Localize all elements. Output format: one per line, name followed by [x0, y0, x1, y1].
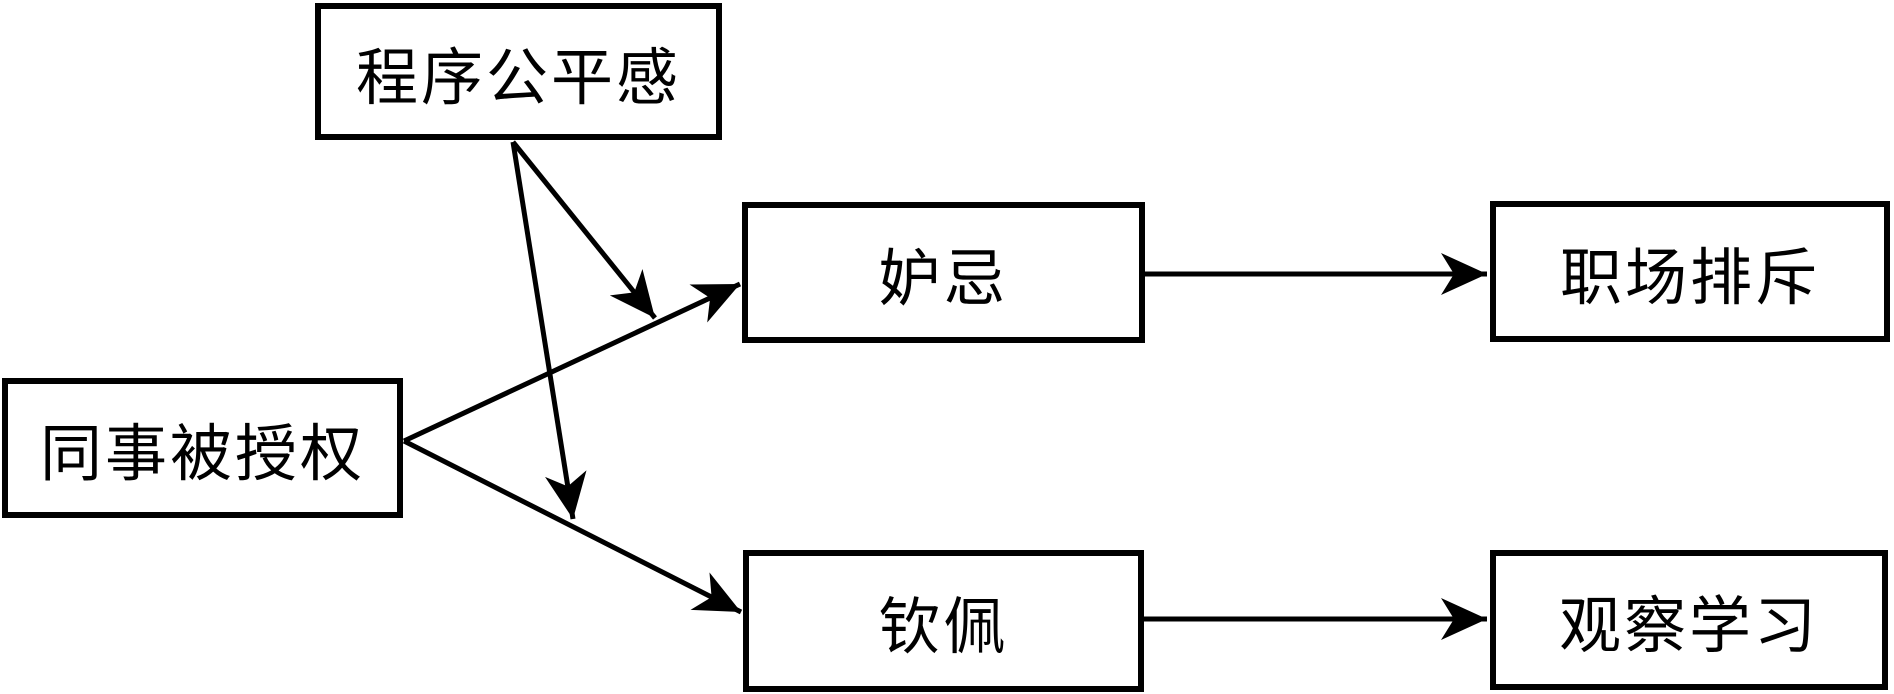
edge-procedural-justice-moderates-envy-path: [511, 140, 657, 320]
node-procedural-justice: 程序公平感: [315, 3, 722, 140]
node-procedural-justice-label: 程序公平感: [355, 44, 681, 113]
node-coworker-empowerment-label: 同事被授权: [39, 421, 365, 489]
node-observational-learning: 观察学习: [1490, 550, 1888, 690]
node-envy-label: 妒忌: [878, 245, 1009, 314]
node-workplace-ostracism: 职场排斥: [1490, 201, 1890, 342]
node-observational-learning-label: 观察学习: [1558, 593, 1819, 661]
node-workplace-ostracism-label: 职场排斥: [1559, 244, 1820, 313]
node-admiration: 钦佩: [743, 550, 1144, 692]
edge-coworker-empowerment-to-envy: [402, 281, 742, 444]
node-envy: 妒忌: [742, 202, 1145, 343]
edge-procedural-justice-moderates-admiration-path: [510, 141, 587, 520]
node-admiration-label: 钦佩: [878, 594, 1009, 662]
edge-coworker-empowerment-to-admiration: [402, 438, 743, 615]
node-coworker-empowerment: 同事被授权: [2, 378, 403, 518]
